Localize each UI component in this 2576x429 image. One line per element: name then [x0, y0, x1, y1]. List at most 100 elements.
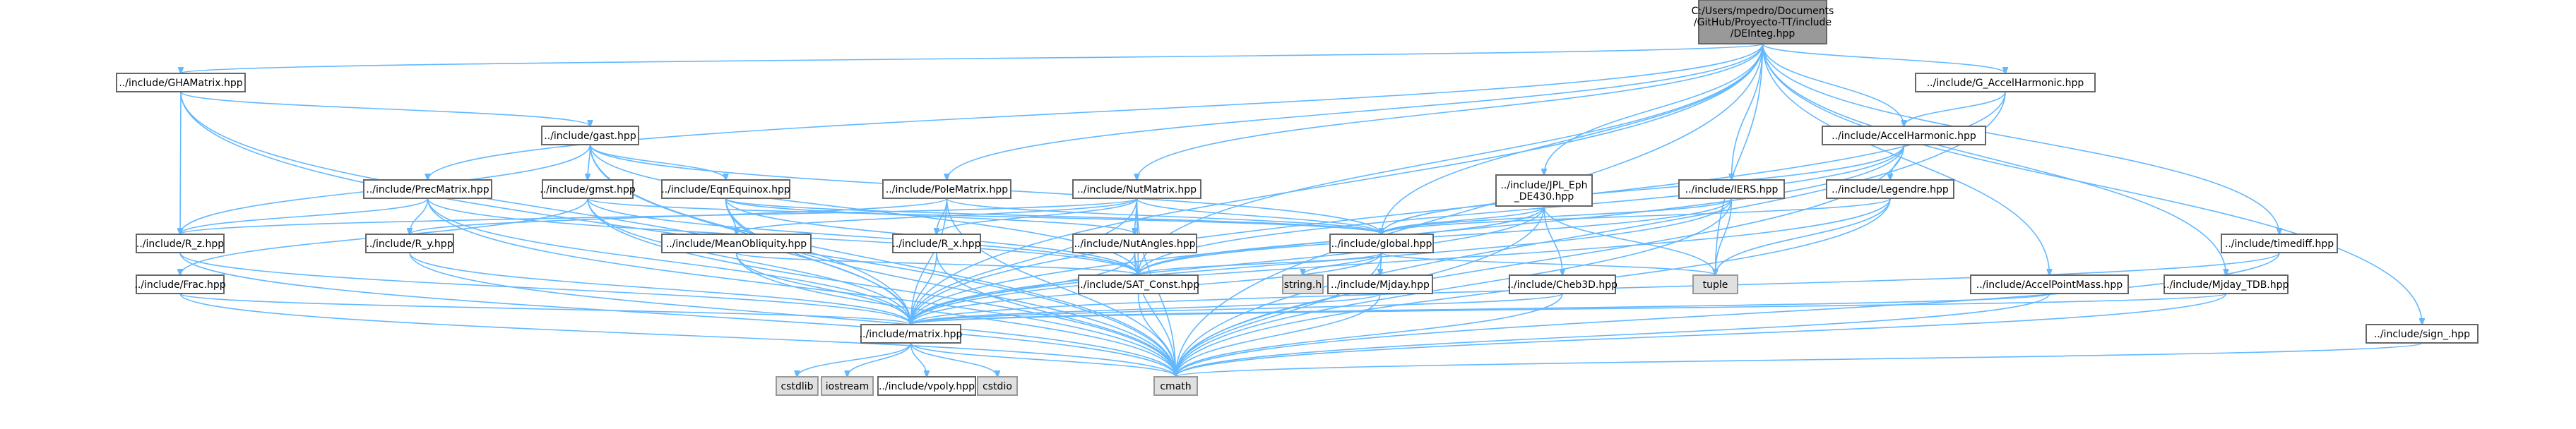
node-cheb[interactable]: ../include/Cheb3D.hpp	[1507, 274, 1618, 294]
node-vpoly[interactable]: ../include/vpoly.hpp	[877, 376, 976, 396]
edge-root-to-matrix	[911, 43, 1764, 325]
node-box-gaccel	[1915, 73, 2096, 92]
node-label-jpl: _DE430.hpp	[1514, 191, 1574, 203]
edge-mobl-to-matrix	[735, 252, 911, 325]
node-box-vpoly	[877, 376, 976, 396]
edge-matrix-to-vpoly	[910, 342, 927, 377]
node-box-legendre	[1826, 179, 1954, 199]
edge-eqn-to-cmath	[725, 198, 1176, 377]
node-label-gmst: ../include/gmst.hpp	[540, 184, 636, 195]
node-pole[interactable]: ../include/PoleMatrix.hpp	[882, 179, 1011, 199]
node-box-global	[1329, 234, 1434, 253]
node-mjdaytdb[interactable]: ../include/Mjday_TDB.hpp	[2164, 274, 2289, 294]
node-gmst[interactable]: ../include/gmst.hpp	[540, 179, 636, 199]
node-timediff[interactable]: ../include/timediff.hpp	[2221, 234, 2338, 253]
node-accelpm[interactable]: ../include/AccelPointMass.hpp	[1970, 274, 2129, 294]
edge-mobl-to-sat	[735, 252, 1139, 275]
node-box-eqn	[661, 179, 790, 199]
node-box-mjdaytdb	[2164, 274, 2289, 294]
node-iers[interactable]: ../include/IERS.hpp	[1678, 179, 1785, 199]
node-gham[interactable]: ../include/GHAMatrix.hpp	[116, 73, 246, 92]
edge-rx-to-cmath	[936, 252, 1176, 377]
edge-global-to-stringh	[1303, 252, 1382, 275]
edge-frac-to-matrix	[179, 293, 911, 325]
node-box-accelh	[1822, 126, 1986, 145]
node-label-ry: ../include/R_y.hpp	[366, 238, 453, 250]
edge-nut-to-global	[1136, 198, 1382, 234]
node-label-sat: ../include/SAT_Const.hpp	[1077, 279, 1199, 291]
edge-root-to-accelpm	[1762, 43, 2050, 275]
node-label-iers: ../include/IERS.hpp	[1685, 184, 1779, 195]
edge-root-to-nut	[1137, 43, 1764, 180]
node-nutang[interactable]: ../include/NutAngles.hpp	[1072, 234, 1197, 253]
edge-pole-to-global	[946, 198, 1382, 234]
edge-root-to-pole	[947, 43, 1764, 180]
edge-legendre-to-global	[1382, 198, 1891, 234]
node-label-cstdio: cstdio	[983, 381, 1012, 392]
node-box-nut	[1072, 179, 1201, 199]
edge-mjday-to-cmath	[1176, 293, 1381, 377]
node-box-jpl	[1495, 174, 1593, 207]
edge-gmst-to-sat	[587, 198, 1139, 275]
node-label-nut: ../include/NutMatrix.hpp	[1077, 184, 1197, 195]
node-label-legendre: ../include/Legendre.hpp	[1832, 184, 1949, 195]
edge-root-to-cmath	[1176, 43, 1764, 377]
node-box-cstdio	[977, 376, 1018, 396]
node-label-eqn: ../include/EqnEquinox.hpp	[661, 184, 790, 195]
node-sat[interactable]: ../include/SAT_Const.hpp	[1077, 274, 1199, 294]
node-frac[interactable]: ../include/Frac.hpp	[134, 274, 226, 294]
node-box-mobl	[661, 234, 812, 253]
node-label-prec: ../include/PrecMatrix.hpp	[366, 184, 489, 195]
edge-global-to-tuple	[1381, 252, 1716, 275]
node-root[interactable]: C:/Users/mpedro/Documents/GitHub/Proyect…	[1692, 0, 1834, 44]
edge-iers-to-global	[1382, 198, 1733, 234]
node-gaccel[interactable]: ../include/G_AccelHarmonic.hpp	[1915, 73, 2096, 92]
node-rz[interactable]: ../include/R_z.hpp	[136, 234, 225, 253]
edge-rx-to-matrix	[911, 252, 937, 325]
node-box-cstdlib	[776, 376, 819, 396]
node-accelh[interactable]: ../include/AccelHarmonic.hpp	[1822, 126, 1986, 145]
edge-cheb-to-matrix	[911, 293, 1563, 325]
edge-root-to-sign	[1762, 43, 2423, 325]
edge-prec-to-cmath	[427, 198, 1176, 377]
edge-root-to-gaccel	[1762, 43, 2006, 73]
node-mjday[interactable]: ../include/Mjday.hpp	[1327, 274, 1433, 294]
node-box-cmath	[1153, 376, 1198, 396]
node-box-sat	[1078, 274, 1199, 294]
node-sign[interactable]: ../include/sign_.hpp	[2366, 324, 2479, 344]
node-label-mjday: ../include/Mjday.hpp	[1331, 279, 1430, 291]
node-global[interactable]: ../include/global.hpp	[1329, 234, 1434, 253]
edge-gham-to-rz	[180, 91, 181, 234]
node-matrix[interactable]: ../include/matrix.hpp	[860, 324, 963, 344]
node-box-gham	[116, 73, 246, 92]
node-legendre[interactable]: ../include/Legendre.hpp	[1826, 179, 1954, 199]
edge-matrix-to-iostream	[848, 342, 912, 377]
node-ry[interactable]: ../include/R_y.hpp	[365, 234, 454, 253]
edge-jpl-to-global	[1382, 205, 1545, 234]
node-gast[interactable]: ../include/gast.hpp	[541, 126, 639, 145]
node-label-gaccel: ../include/G_AccelHarmonic.hpp	[1927, 78, 2084, 89]
node-label-gham: ../include/GHAMatrix.hpp	[119, 78, 242, 89]
edge-root-to-sat	[1139, 43, 1764, 275]
node-mobl[interactable]: ../include/MeanObliquity.hpp	[661, 234, 812, 253]
edge-mjdaytdb-to-cmath	[1176, 293, 2227, 377]
node-box-pole	[882, 179, 1011, 199]
node-box-stringh	[1282, 274, 1324, 294]
node-nut[interactable]: ../include/NutMatrix.hpp	[1072, 179, 1201, 199]
node-label-accelpm: ../include/AccelPointMass.hpp	[1976, 279, 2123, 291]
edges-layer	[179, 43, 2423, 377]
node-eqn[interactable]: ../include/EqnEquinox.hpp	[661, 179, 790, 199]
node-label-root: C:/Users/mpedro/Documents	[1692, 6, 1834, 17]
edge-iers-to-sat	[1139, 198, 1733, 275]
node-prec[interactable]: ../include/PrecMatrix.hpp	[363, 179, 492, 199]
node-rx[interactable]: ../include/R_x.hpp	[892, 234, 981, 253]
node-label-rx: ../include/R_x.hpp	[892, 238, 980, 250]
node-label-mobl: ../include/MeanObliquity.hpp	[666, 238, 807, 250]
edge-gham-to-gast	[180, 91, 590, 126]
node-label-cstdlib: cstdlib	[780, 381, 813, 392]
node-box-gast	[541, 126, 639, 145]
edge-jpl-to-tuple	[1543, 205, 1716, 275]
node-box-tuple	[1692, 274, 1738, 294]
node-jpl[interactable]: ../include/JPL_Eph_DE430.hpp	[1495, 174, 1593, 207]
